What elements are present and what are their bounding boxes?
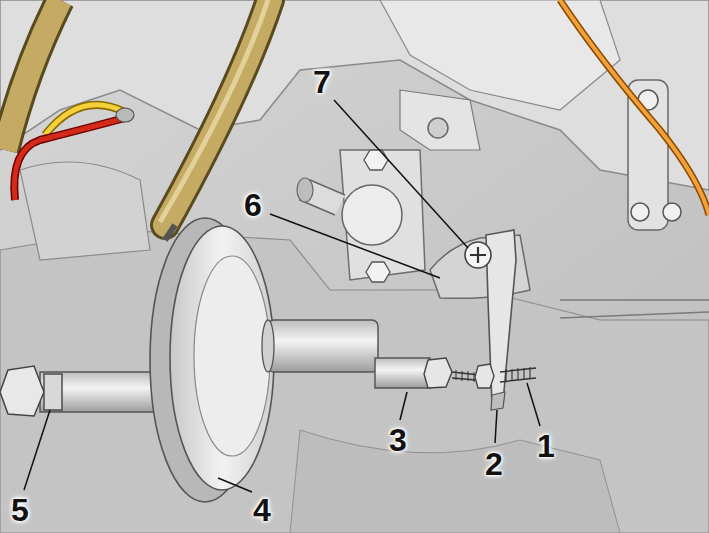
leader-line [218,478,252,492]
callout-number: 3 [389,424,407,456]
valve-housing [342,185,402,245]
adjusting-rod [375,358,430,388]
callout-number: 7 [313,66,331,98]
casting-surface [290,430,620,533]
callout-number: 1 [537,430,555,462]
thread [506,367,530,381]
casting-boss [20,162,150,260]
orange-wire [560,0,709,215]
callout-number: 6 [244,189,262,221]
diaphragm-housing [170,226,274,490]
wire-outline [560,0,709,215]
callout-number: 4 [253,494,271,526]
bolt-head [0,366,44,416]
adjusting-screw [500,368,536,382]
screw-slot [470,247,486,263]
hex-bolt [364,150,388,170]
nozzle-end [297,178,313,202]
bracket-foot [491,392,505,410]
leader-line [24,410,50,490]
leader-line [334,100,468,248]
leader-line [527,383,540,426]
stem-nut [475,364,494,388]
bracket-lug [400,90,480,150]
lock-nut [424,358,452,388]
rod-housing-end [262,320,274,372]
throttle-rod [560,300,709,318]
callout-number: 2 [485,448,503,480]
hex-bolt [366,262,390,282]
bolt-washer [44,374,62,410]
callout-number: 5 [11,494,29,526]
valve-flange [340,150,425,280]
tube-fitting [165,225,175,240]
leader-line [400,392,407,420]
mounting-bolt-shank [40,372,160,412]
lug-hole [428,118,448,138]
rod-housing [268,320,378,372]
link-nut [631,203,649,221]
leader-lines [24,100,540,492]
diaphragm-cover [194,256,270,456]
link-nut [663,203,681,221]
cross-screw [465,242,491,268]
wire-outline [14,118,125,200]
leader-line [270,214,440,278]
wire-grommet [116,108,134,122]
tube-highlight [160,0,268,222]
leader-line [495,410,497,443]
red-wire [14,118,125,200]
